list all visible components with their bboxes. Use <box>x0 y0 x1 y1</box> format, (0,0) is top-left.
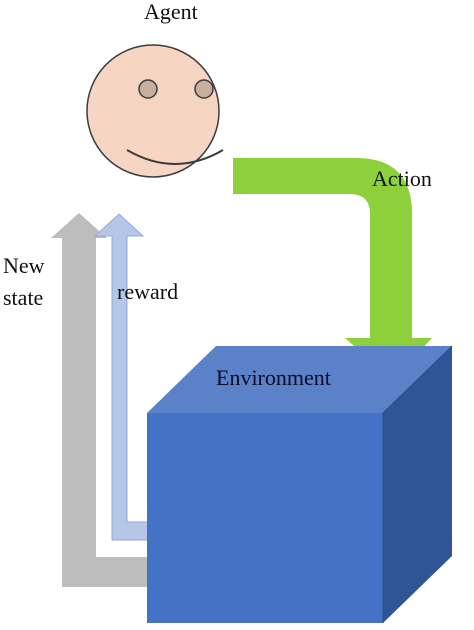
cube-top-face <box>147 346 452 413</box>
cube-front-face <box>147 413 383 623</box>
action-arrow <box>233 158 432 380</box>
environment-cube <box>147 345 453 623</box>
new-state-label-line1: New <box>3 253 45 278</box>
new-state-arrow <box>51 213 150 587</box>
face-circle <box>86 44 220 178</box>
agent-label: Agent <box>144 0 198 24</box>
smile <box>126 149 224 165</box>
left-eye <box>138 79 158 99</box>
agent-face <box>86 44 224 178</box>
new-state-label-line2: state <box>3 285 44 310</box>
cube-side-face <box>383 346 452 623</box>
reward-label: reward <box>117 279 179 304</box>
environment-label: Environment <box>216 365 331 390</box>
right-eye <box>194 79 214 99</box>
action-label: Action <box>372 166 432 191</box>
reward-arrow <box>93 213 151 541</box>
